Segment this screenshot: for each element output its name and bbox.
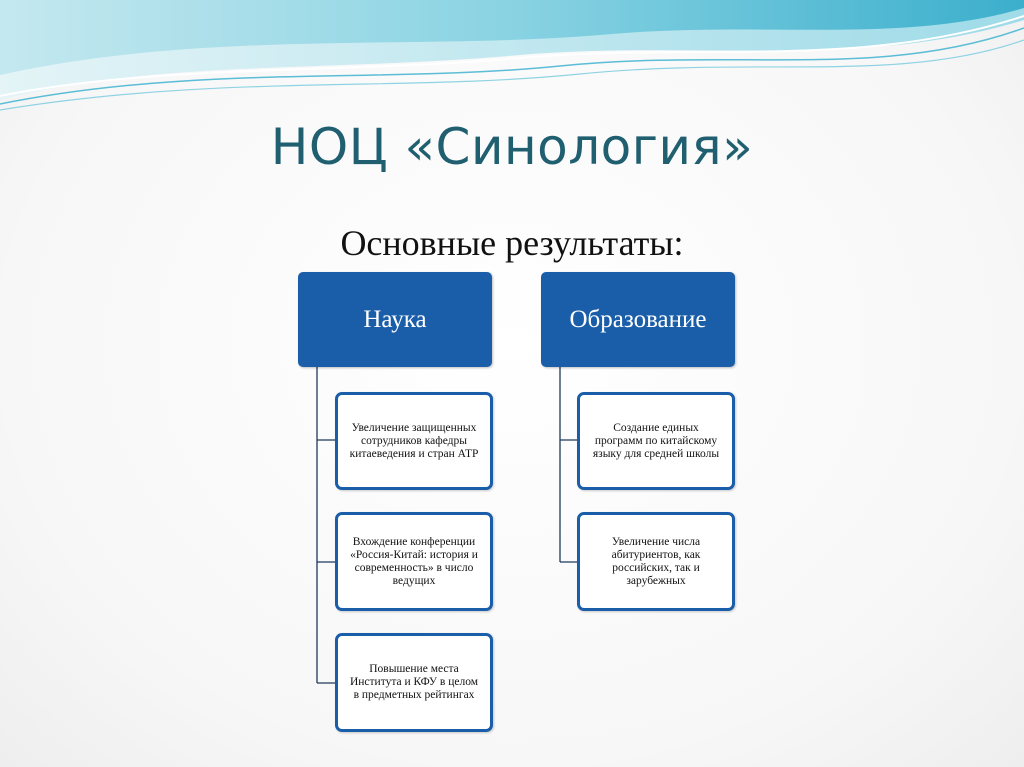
science-item-2: Вхождение конференции «Россия-Китай: ист… (335, 512, 493, 611)
header-label-education: Образование (569, 306, 706, 334)
science-item-2-text: Вхождение конференции «Россия-Китай: ист… (348, 536, 480, 588)
header-box-science: Наука (298, 272, 492, 367)
header-box-education: Образование (541, 272, 735, 367)
science-item-1: Увеличение защищенных сотрудников кафедр… (335, 392, 493, 490)
education-item-2-text: Увеличение числа абитуриентов, как росси… (590, 536, 722, 588)
education-item-1-text: Создание единых программ по китайскому я… (590, 422, 722, 461)
education-item-1: Создание единых программ по китайскому я… (577, 392, 735, 490)
science-item-3: Повышение места Института и КФУ в целом … (335, 633, 493, 732)
science-item-3-text: Повышение места Института и КФУ в целом … (348, 663, 480, 702)
header-label-science: Наука (363, 306, 426, 334)
science-item-1-text: Увеличение защищенных сотрудников кафедр… (348, 422, 480, 461)
education-item-2: Увеличение числа абитуриентов, как росси… (577, 512, 735, 611)
